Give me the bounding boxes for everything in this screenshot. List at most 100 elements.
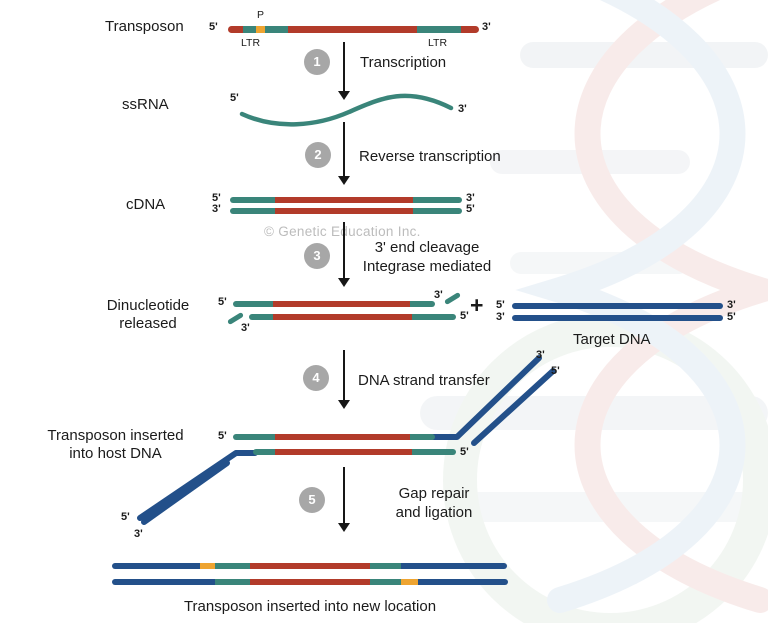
dna-segment-ltr [412, 449, 456, 455]
dna-segment-ltr [410, 434, 435, 440]
dna-segment-ltr [233, 301, 273, 307]
dna-segment-ltr [243, 26, 256, 33]
five-prime-label: 5' [212, 192, 221, 204]
three-prime-label: 3' [727, 299, 736, 311]
five-prime-label: 5' [121, 511, 130, 523]
target-dna-bottom-strand [512, 315, 723, 321]
dna-segment-ltr [370, 579, 401, 585]
dna-segment-ltr [249, 314, 273, 320]
step-label-cleavage: 3' end cleavage Integrase mediated [352, 238, 502, 276]
plus-sign: + [470, 292, 484, 318]
dna-segment-ltr [233, 434, 275, 440]
dna-segment-ltr [230, 197, 275, 203]
target-dna-top-strand [512, 303, 723, 309]
cleaved-bottom-strand [249, 314, 456, 320]
arrow-down-head [338, 278, 350, 287]
step-label-line: Gap repair [398, 485, 470, 502]
dinucleotide-label: Dinucleotide released [98, 297, 198, 333]
final-label: Transposon inserted into new location [183, 598, 437, 615]
step-circle-3: 3 [304, 243, 330, 269]
dna-segment-ltr [230, 208, 275, 214]
step-circle-2: 2 [305, 142, 331, 168]
five-prime-label: 5' [466, 203, 475, 215]
transposon-bar [228, 26, 479, 33]
dna-segment-red [273, 314, 412, 320]
dna-segment-ltr [413, 197, 462, 203]
step-label-gap-repair: Gap repair and ligation [378, 484, 490, 522]
five-prime-label: 5' [460, 310, 469, 322]
inserted-label-line: Transposon inserted [47, 427, 184, 444]
step-label-line: and ligation [395, 504, 473, 521]
dna-segment-red [275, 434, 410, 440]
promoter-p-label: P [257, 9, 265, 21]
final-bottom-strand [112, 579, 508, 585]
dna-segment-ltr [412, 314, 456, 320]
background-helix-watermark [420, 0, 768, 623]
ltr-label-left: LTR [241, 37, 261, 49]
dna-segment-red [228, 26, 243, 33]
step-circle-1: 1 [304, 49, 330, 75]
three-prime-label: 3' [536, 349, 545, 361]
dna-segment-red [273, 301, 410, 307]
step-label-line: 3' end cleavage [374, 239, 480, 256]
final-top-strand [112, 563, 507, 569]
three-prime-label: 3' [241, 322, 250, 334]
inserted-label: Transposon inserted into host DNA [38, 427, 193, 463]
step-label-line: Integrase mediated [362, 258, 492, 275]
dna-segment-host [418, 579, 508, 585]
dna-segment-red [275, 208, 413, 214]
step-circle-4: 4 [303, 365, 329, 391]
dna-segment-red [461, 26, 479, 33]
three-prime-label: 3' [212, 203, 221, 215]
five-prime-label: 5' [496, 299, 505, 311]
step-label-transcription: Transcription [360, 54, 447, 71]
five-prime-label: 5' [218, 430, 227, 442]
dna-segment-red [288, 26, 417, 33]
arrow-down-line [343, 122, 345, 178]
released-dinucleotide [443, 291, 462, 306]
target-dna-label: Target DNA [573, 331, 651, 348]
cdna-bottom-strand [230, 208, 462, 214]
dna-segment-host [112, 563, 200, 569]
ltr-label-right: LTR [428, 37, 448, 49]
cdna-top-strand [230, 197, 462, 203]
arrow-down-line [343, 42, 345, 92]
dna-segment-promoter [256, 26, 265, 33]
dna-segment-ltr [265, 26, 288, 33]
arrow-down-head [338, 400, 350, 409]
three-prime-label: 3' [482, 21, 491, 33]
dna-segment-red [250, 563, 370, 569]
step-label-strand-transfer: DNA strand transfer [358, 372, 490, 389]
dna-segment-red [275, 449, 412, 455]
dna-segment-promoter [200, 563, 215, 569]
three-prime-label: 3' [496, 311, 505, 323]
five-prime-label: 5' [551, 365, 560, 377]
five-prime-label: 5' [460, 446, 469, 458]
arrow-down-head [338, 523, 350, 532]
arrow-down-line [343, 222, 345, 280]
dna-segment-ltr [253, 449, 275, 455]
ssrna-curve [239, 93, 454, 127]
five-prime-label: 5' [218, 296, 227, 308]
dinucleotide-label-line: released [119, 315, 177, 332]
transposon-label: Transposon [105, 18, 184, 35]
three-prime-label: 3' [458, 103, 467, 115]
three-prime-label: 3' [434, 289, 443, 301]
dna-segment-host [401, 563, 507, 569]
five-prime-label: 5' [209, 21, 218, 33]
dna-segment-ltr [410, 301, 435, 307]
dinucleotide-label-line: Dinucleotide [106, 297, 190, 314]
three-prime-label: 3' [466, 192, 475, 204]
cleaved-top-strand [233, 301, 435, 307]
arrow-down-line [343, 350, 345, 402]
dna-segment-red [275, 197, 413, 203]
inserted-bottom-strand [253, 449, 456, 455]
arrow-down-head [338, 91, 350, 100]
dna-segment-promoter [401, 579, 418, 585]
five-prime-label: 5' [727, 311, 736, 323]
arrow-down-head [338, 176, 350, 185]
ssrna-label: ssRNA [122, 96, 169, 113]
five-prime-label: 5' [230, 92, 239, 104]
